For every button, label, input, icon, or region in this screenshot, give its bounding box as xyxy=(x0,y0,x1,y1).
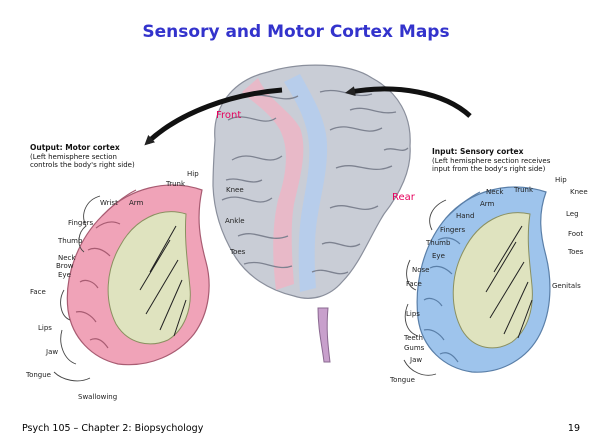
sensory-label-toes: Toes xyxy=(567,248,584,256)
sensory-label-genitals: Genitals xyxy=(552,282,581,290)
brain-illustration xyxy=(213,65,410,362)
motor-label-brow: Brow xyxy=(56,262,74,270)
sensory-subheading: (Left hemisphere section receives xyxy=(432,157,551,165)
motor-label-fingers: Fingers xyxy=(68,219,94,227)
motor-label-ankle: Ankle xyxy=(225,217,245,225)
sensory-label-eye: Eye xyxy=(432,252,445,260)
motor-label-neck: Neck xyxy=(58,254,76,262)
motor-label-jaw: Jaw xyxy=(45,348,58,356)
motor-label-thumb: Thumb xyxy=(57,237,83,245)
sensory-label-face: Face xyxy=(406,280,422,288)
sensory-heading: Input: Sensory cortex xyxy=(432,147,524,156)
motor-label-trunk: Trunk xyxy=(165,180,186,188)
sensory-label-hip: Hip xyxy=(555,176,567,184)
page-number: 19 xyxy=(568,423,580,434)
sensory-label-tongue: Tongue xyxy=(389,376,415,384)
motor-label-hip: Hip xyxy=(187,170,199,178)
front-label: Front xyxy=(216,110,241,121)
motor-subheading-2: controls the body's right side) xyxy=(30,161,135,169)
rear-label: Rear xyxy=(392,192,416,203)
sensory-label-jaw: Jaw xyxy=(409,356,422,364)
motor-label-toes: Toes xyxy=(229,248,246,256)
motor-heading: Output: Motor cortex xyxy=(30,143,120,152)
sensory-label-foot: Foot xyxy=(568,230,583,238)
sensory-subheading-2: input from the body's right side) xyxy=(432,165,546,173)
motor-label-tongue: Tongue xyxy=(25,371,51,379)
sensory-label-hand: Hand xyxy=(456,212,474,220)
sensory-label-neck: Neck xyxy=(486,188,504,196)
sensory-label-lips: Lips xyxy=(406,310,420,318)
sensory-label-arm: Arm xyxy=(480,200,495,208)
motor-subheading: (Left hemisphere section xyxy=(30,153,117,161)
sensory-label-nose: Nose xyxy=(412,266,429,274)
slide-footer: Psych 105 – Chapter 2: Biopsychology xyxy=(22,423,203,434)
sensory-cortex-section xyxy=(404,187,550,375)
sensory-label-trunk: Trunk xyxy=(513,186,534,194)
sensory-label-fingers: Fingers xyxy=(440,226,466,234)
motor-label-lips: Lips xyxy=(38,324,52,332)
motor-label-eye: Eye xyxy=(58,271,71,279)
sensory-label-thumb: Thumb xyxy=(425,239,451,247)
motor-label-wrist: Wrist xyxy=(100,199,118,207)
motor-label-face: Face xyxy=(30,288,46,296)
sensory-label-teeth: Teeth xyxy=(403,334,423,342)
sensory-label-knee: Knee xyxy=(570,188,588,196)
motor-label-knee: Knee xyxy=(226,186,244,194)
sensory-label-gums: Gums xyxy=(404,344,425,352)
motor-cortex-section xyxy=(54,185,209,381)
motor-label-arm: Arm xyxy=(129,199,144,207)
motor-label-swallowing: Swallowing xyxy=(78,393,117,401)
sensory-label-leg: Leg xyxy=(566,210,579,218)
